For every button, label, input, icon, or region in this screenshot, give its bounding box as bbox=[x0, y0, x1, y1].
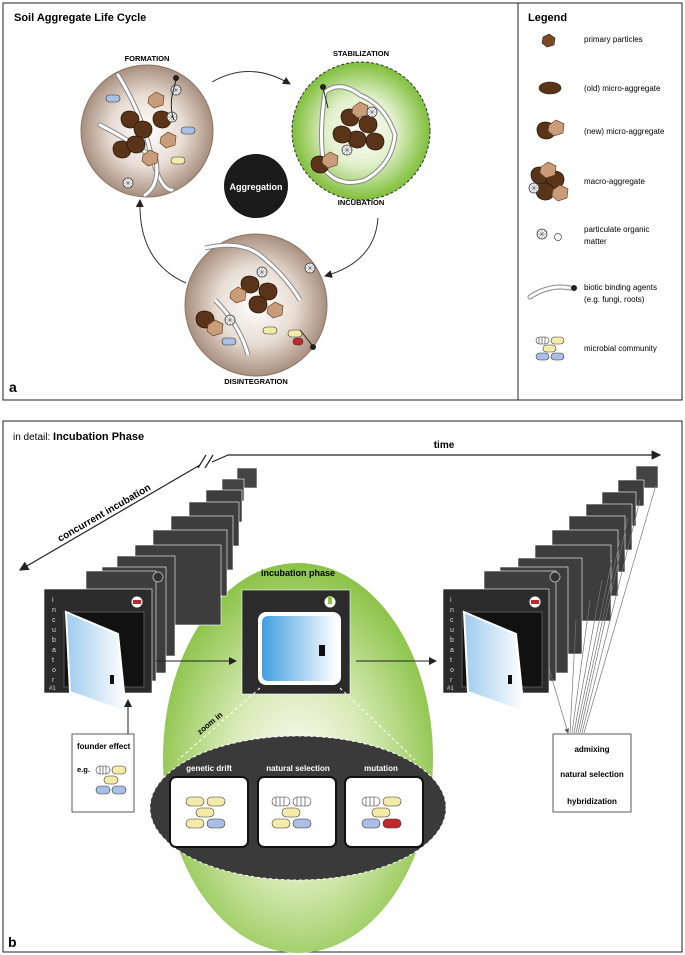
legend-label-3: (new) micro-aggregate bbox=[584, 127, 665, 136]
incubator-letter: t bbox=[450, 657, 452, 664]
legend-icon-microbial-community bbox=[535, 336, 565, 361]
process-label-genetic-drift: genetic drift bbox=[186, 764, 232, 773]
disintegration-aggregate bbox=[184, 233, 328, 377]
legend-icon-particulate-organic-matter bbox=[536, 228, 562, 241]
founder-effect-title: founder effect bbox=[77, 742, 131, 751]
zoom-line-left bbox=[177, 687, 261, 761]
incubation-phase-label: incubation phase bbox=[261, 568, 335, 578]
panel-b-heading-bold: Incubation Phase bbox=[53, 431, 144, 443]
incubator-door-open bbox=[64, 610, 128, 714]
founder-effect-box: founder effect e.g. bbox=[71, 699, 135, 813]
legend-icon-biotic-binding-agents bbox=[527, 284, 577, 300]
panel-b-corner-label: b bbox=[8, 934, 17, 950]
legend-heading: Legend bbox=[528, 12, 567, 24]
stage-label-incubation: INCUBATION bbox=[338, 198, 385, 207]
incubator-letter: a bbox=[52, 647, 56, 654]
zoom-line-right bbox=[339, 687, 416, 761]
panel-a: Soil Aggregate Life Cycle a Aggregation … bbox=[2, 2, 683, 401]
panel-b-heading-prefix: in detail: bbox=[13, 432, 53, 443]
legend: Legend primary particles (old) micro-agg… bbox=[527, 12, 665, 361]
incubator-letter: n bbox=[52, 607, 56, 614]
incubator-letter: c bbox=[450, 617, 454, 624]
outcome-admixing: admixing bbox=[574, 745, 609, 754]
incubator-letter: b bbox=[52, 637, 56, 644]
incubator-letter: u bbox=[450, 627, 454, 634]
incubator-vertical-letters: i n c u b a t o r bbox=[52, 597, 56, 684]
legend-label-5a: particulate organic bbox=[584, 225, 649, 234]
legend-label-2: (old) micro-aggregate bbox=[584, 84, 661, 93]
panel-a-title: Soil Aggregate Life Cycle bbox=[14, 12, 146, 24]
incubator-letter: a bbox=[450, 647, 454, 654]
incubator-letter: i bbox=[450, 597, 452, 604]
legend-label-1: primary particles bbox=[584, 35, 643, 44]
incubator-letter: r bbox=[52, 677, 55, 684]
concurrent-arrow bbox=[18, 464, 201, 571]
process-box-mutation bbox=[344, 776, 424, 848]
legend-label-6a: biotic binding agents bbox=[584, 283, 657, 292]
aggregation-center-label: Aggregation bbox=[230, 182, 283, 192]
outcomes-box: admixing natural selection hybridization bbox=[552, 733, 632, 813]
incubator-number: #1 bbox=[49, 686, 56, 692]
arrow-formation-to-stabilization bbox=[211, 71, 291, 85]
time-label: time bbox=[434, 440, 455, 451]
panel-b-heading: in detail: Incubation Phase bbox=[13, 431, 144, 443]
aggregation-center-disc bbox=[224, 154, 288, 218]
axis-break-2 bbox=[204, 454, 214, 469]
incubator-letter: u bbox=[52, 627, 56, 634]
stabilization-aggregate bbox=[291, 61, 431, 201]
incubator-center bbox=[241, 589, 351, 695]
incubator-front-right: i n c u b a t o r #1 bbox=[442, 588, 550, 714]
incubator-door-open-right bbox=[462, 610, 526, 714]
converging-lines bbox=[544, 484, 657, 734]
incubator-letter: c bbox=[52, 617, 56, 624]
incubator-letter: n bbox=[450, 607, 454, 614]
incubator-letter: b bbox=[450, 637, 454, 644]
panel-b: in detail: Incubation Phase b time concu… bbox=[2, 420, 683, 953]
incubator-letter: o bbox=[52, 667, 56, 674]
founder-effect-eg: e.g. bbox=[77, 765, 90, 774]
time-axis-stub bbox=[211, 454, 229, 463]
process-box-natural-selection bbox=[257, 776, 337, 848]
legend-icon-primary-particles bbox=[541, 33, 556, 48]
legend-label-6b: (e.g. fungi, roots) bbox=[584, 295, 645, 304]
legend-icon-old-micro-aggregate bbox=[538, 81, 562, 95]
process-label-mutation: mutation bbox=[364, 764, 398, 773]
legend-label-5b: matter bbox=[584, 237, 607, 246]
process-box-genetic-drift bbox=[169, 776, 249, 848]
incubator-letter: o bbox=[450, 667, 454, 674]
stage-label-disintegration: DISINTEGRATION bbox=[224, 377, 288, 386]
arrow-disintegration-to-formation bbox=[135, 199, 187, 284]
incubator-number-right: #1 bbox=[447, 686, 454, 692]
stage-label-stabilization: STABILIZATION bbox=[333, 49, 389, 58]
incubator-letter: t bbox=[52, 657, 54, 664]
formation-aggregate bbox=[80, 64, 214, 198]
arrow-incubation-to-disintegration bbox=[324, 217, 379, 278]
incubator-front-left: i n c u b a t o r #1 bbox=[43, 588, 153, 714]
outcome-hybridization: hybridization bbox=[567, 797, 617, 806]
stage-label-formation: FORMATION bbox=[125, 54, 170, 63]
panel-a-corner-label: a bbox=[9, 379, 17, 395]
incubator-letter: r bbox=[450, 677, 453, 684]
incubator-vertical-letters-right: i n c u b a t o r bbox=[450, 597, 454, 684]
incubator-letter: i bbox=[52, 597, 54, 604]
legend-label-4: macro-aggregate bbox=[584, 177, 645, 186]
process-label-natural-selection: natural selection bbox=[266, 764, 330, 773]
outcome-natural-selection: natural selection bbox=[560, 770, 624, 779]
legend-label-7: microbial community bbox=[584, 344, 657, 353]
